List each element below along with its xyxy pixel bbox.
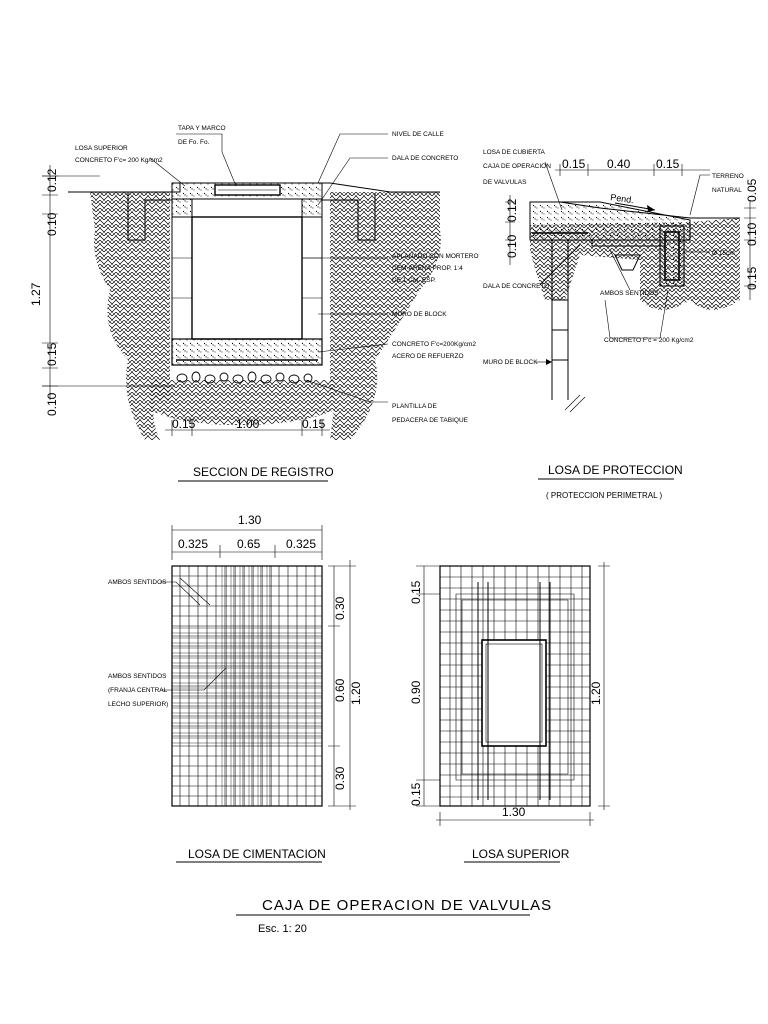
dim-prot-vr-b: 0.10 bbox=[745, 222, 759, 246]
dim-top-a: 0.12 bbox=[45, 168, 59, 192]
label-cim-franja: (FRANJA CENTRAL bbox=[108, 687, 168, 694]
dim-prot-vr-c: 0.15 bbox=[745, 266, 759, 290]
protection-slab bbox=[529, 201, 691, 241]
dim-cim-w-c: 0.325 bbox=[286, 537, 316, 551]
dim-sup-h-a: 0.15 bbox=[409, 580, 423, 604]
label-plantilla: PLANTILLA DE bbox=[392, 403, 437, 410]
dim-cim-h-c: 0.30 bbox=[333, 766, 347, 790]
label-aplanado-1: APLANADO CON MORTERO bbox=[392, 253, 479, 260]
label-prot-ambos: AMBOS SENTIDOS bbox=[600, 290, 659, 297]
box-cavity bbox=[191, 216, 303, 340]
foundation-rebar-grid bbox=[172, 566, 322, 806]
label-natural: NATURAL bbox=[712, 187, 742, 194]
dim-sup-total-h: 1.20 bbox=[589, 681, 603, 705]
dim-sup-h-b: 0.90 bbox=[409, 680, 423, 704]
dala-left bbox=[171, 198, 193, 218]
title-cimentacion: LOSA DE CIMENTACION bbox=[188, 847, 326, 861]
label-tapa-fofo: DE Fo. Fo. bbox=[178, 139, 210, 146]
label-acero: ACERO DE REFUERZO bbox=[392, 353, 464, 360]
dim-bottom-b: 0.10 bbox=[45, 392, 59, 416]
dim-prot-h1: 0.15 bbox=[562, 157, 586, 171]
soil-bottom bbox=[150, 380, 335, 425]
label-diametro: Ø 15cm bbox=[712, 250, 735, 257]
dim-prot-h2: 0.40 bbox=[607, 157, 631, 171]
dala-right bbox=[301, 198, 323, 218]
gravel-bed bbox=[176, 371, 313, 384]
dim-cim-h-a: 0.30 bbox=[333, 596, 347, 620]
dim-total-height: 1.27 bbox=[29, 282, 43, 306]
title-seccion: SECCION DE REGISTRO bbox=[193, 465, 334, 479]
label-aplanado-3: DE 1 CM. ESP. bbox=[392, 277, 436, 284]
label-prot-dala: DALA DE CONCRETO bbox=[483, 283, 549, 290]
label-terreno: TERRENO bbox=[712, 173, 744, 180]
label-pend: Pend. bbox=[610, 192, 635, 205]
dim-prot-vl-b: 0.10 bbox=[505, 234, 519, 258]
top-slab-opening bbox=[481, 639, 547, 747]
dim-sup-total-w: 1.30 bbox=[502, 805, 526, 819]
label-tapa: TAPA Y MARCO bbox=[178, 125, 226, 132]
dim-cim-total-w: 1.30 bbox=[238, 513, 262, 527]
wall-left bbox=[171, 216, 193, 340]
dim-bottom-a: 0.15 bbox=[45, 342, 59, 366]
dim-cim-h-b: 0.60 bbox=[333, 678, 347, 702]
dim-prot-h3: 0.15 bbox=[656, 157, 680, 171]
label-losa-cubierta: LOSA DE CUBIERTA bbox=[483, 149, 546, 156]
perimeter-beam bbox=[659, 225, 685, 287]
dim-cim-w-a: 0.325 bbox=[178, 537, 208, 551]
dim-h-right: 0.15 bbox=[302, 417, 326, 431]
dim-prot-vr-a: 0.05 bbox=[745, 178, 759, 202]
dim-cim-w-b: 0.65 bbox=[237, 537, 261, 551]
title-losa-superior: LOSA SUPERIOR bbox=[472, 847, 570, 861]
label-nivel-calle: NIVEL DE CALLE bbox=[392, 131, 444, 138]
label-losa-superior: LOSA SUPERIOR bbox=[75, 145, 128, 152]
label-caja-operacion: CAJA DE OPERACION bbox=[483, 163, 551, 170]
label-concreto: CONCRETO F'c=200Kg/cm2 bbox=[392, 341, 476, 348]
dim-cim-total-h: 1.20 bbox=[349, 681, 363, 705]
subtitle-proteccion: ( PROTECCION PERIMETRAL ) bbox=[546, 491, 662, 500]
dim-sup-h-c: 0.15 bbox=[409, 782, 423, 806]
scale-label: Esc. 1: 20 bbox=[258, 923, 307, 935]
wall-right bbox=[301, 216, 323, 340]
protection-soil bbox=[530, 218, 740, 310]
main-title: CAJA DE OPERACION DE VALVULAS bbox=[262, 897, 552, 914]
dim-top-b: 0.10 bbox=[45, 212, 59, 236]
title-losa-proteccion: LOSA DE PROTECCION bbox=[548, 463, 683, 477]
dim-h-left: 0.15 bbox=[172, 417, 196, 431]
section-view: 1.27 0.12 0.10 0.15 0.10 0.15 1.00 0.15 … bbox=[29, 125, 479, 482]
label-cim-lecho: LECHO SUPERIOR) bbox=[108, 701, 168, 708]
top-slab-view: 0.15 0.90 0.15 1.20 1.30 LOSA SUPERIOR bbox=[409, 562, 610, 863]
label-cim-ambos-1: AMBOS SENTIDOS bbox=[108, 579, 167, 586]
soil-left bbox=[90, 192, 170, 440]
label-losa-concreto: CONCRETO F'c= 200 Kg/cm2 bbox=[75, 157, 163, 164]
label-pedacera: PEDACERA DE TABIQUE bbox=[392, 417, 469, 424]
label-aplanado-2: CEM-ARENA PROP. 1:4 bbox=[392, 265, 463, 272]
label-dala: DALA DE CONCRETO bbox=[392, 155, 458, 162]
dim-h-mid: 1.00 bbox=[236, 417, 260, 431]
label-prot-concreto: CONCRETO F'c = 200 Kg/cm2 bbox=[604, 337, 694, 344]
label-de-valvulas: DE VALVULAS bbox=[483, 179, 527, 186]
protection-view: Pend. 0.15 0.40 0.15 0.12 0.10 0.05 0.10… bbox=[483, 149, 759, 500]
label-muro: MURO DE BLOCK bbox=[392, 311, 447, 318]
soil-right bbox=[330, 192, 441, 440]
foundation-view: 1.30 0.325 0.65 0.325 0.30 0.60 0.30 1.2… bbox=[108, 513, 363, 863]
label-prot-muro: MURO DE BLOCK bbox=[483, 359, 538, 366]
dim-prot-vl-a: 0.12 bbox=[505, 198, 519, 222]
bottom-slab bbox=[171, 338, 323, 366]
label-cim-ambos-2: AMBOS SENTIDOS bbox=[108, 673, 167, 680]
